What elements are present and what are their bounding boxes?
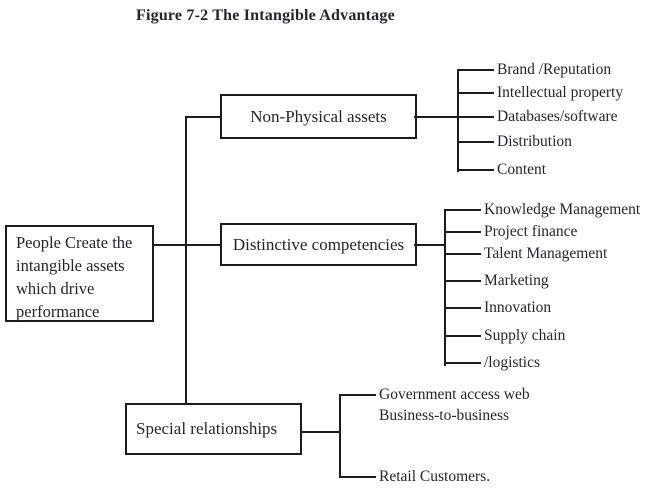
leaf-logistics: /logistics bbox=[445, 352, 540, 374]
connector-tick bbox=[340, 394, 376, 396]
branch1-label: Non-Physical assets bbox=[250, 106, 387, 126]
connector-tick bbox=[340, 476, 376, 478]
branch3-label: Special relationships bbox=[136, 419, 278, 438]
branch2-right-hline bbox=[414, 244, 446, 246]
branch2-spine-vline bbox=[444, 209, 446, 366]
figure-title: Figure 7-2 The Intangible Advantage bbox=[136, 7, 395, 24]
branch3-right-hline bbox=[300, 431, 341, 433]
connector-tick bbox=[445, 335, 481, 337]
connector-tick bbox=[458, 116, 494, 118]
connector-tick bbox=[458, 141, 494, 143]
branch2-label: Distinctive competencies bbox=[232, 234, 405, 254]
root-box-line-3: which drive bbox=[16, 279, 95, 298]
leaf-supply-chain: Supply chain bbox=[445, 325, 565, 347]
connector-tick bbox=[445, 307, 481, 309]
root-box: People Create the intangible assets whic… bbox=[5, 225, 154, 322]
connector-tick bbox=[445, 209, 481, 211]
root-box-line-4: performance bbox=[16, 302, 100, 321]
trunk-vline bbox=[185, 116, 187, 404]
branch3-spine-vline bbox=[339, 394, 341, 478]
connector-tick bbox=[445, 253, 481, 255]
leaf-government-b2b-label: Government access web Business-to-busine… bbox=[379, 384, 530, 426]
branch1-right-hline bbox=[414, 116, 459, 118]
connector-tick bbox=[445, 280, 481, 282]
leaf-retail-customers: Retail Customers. bbox=[340, 466, 490, 488]
connector-tick bbox=[445, 231, 481, 233]
leaf-brand-reputation: Brand /Reputation bbox=[458, 59, 611, 81]
leaf-intellectual-property: Intellectual property bbox=[458, 82, 623, 104]
leaf-databases-software: Databases/software bbox=[458, 106, 618, 128]
leaf-innovation: Innovation bbox=[445, 297, 551, 319]
branch-box-distinctive-competencies: Distinctive competencies bbox=[220, 223, 417, 266]
leaf-government-b2b: Government access web Business-to-busine… bbox=[340, 384, 530, 426]
connector-tick bbox=[445, 362, 481, 364]
branch1-spine-vline bbox=[457, 69, 459, 172]
branch-box-non-physical-assets: Non-Physical assets bbox=[220, 94, 417, 139]
branch1-left-hline bbox=[185, 116, 222, 118]
leaf-content: Content bbox=[458, 159, 546, 181]
root-box-line-2: intangible assets bbox=[16, 256, 125, 275]
root-box-line-1: People Create the bbox=[16, 233, 133, 252]
leaf-project-finance: Project finance bbox=[445, 221, 577, 243]
leaf-government-access-web-line: Government access web bbox=[379, 386, 530, 403]
root-to-branch2-hline bbox=[153, 244, 222, 246]
leaf-distribution: Distribution bbox=[458, 131, 572, 153]
connector-tick bbox=[458, 92, 494, 94]
branch-box-special-relationships: Special relationships bbox=[125, 403, 302, 455]
connector-tick bbox=[458, 169, 494, 171]
leaf-knowledge-management: Knowledge Management bbox=[445, 199, 640, 221]
leaf-talent-management: Talent Management bbox=[445, 243, 607, 265]
connector-tick bbox=[458, 69, 494, 71]
leaf-business-to-business-line: Business-to-business bbox=[379, 407, 510, 424]
leaf-marketing: Marketing bbox=[445, 270, 549, 292]
